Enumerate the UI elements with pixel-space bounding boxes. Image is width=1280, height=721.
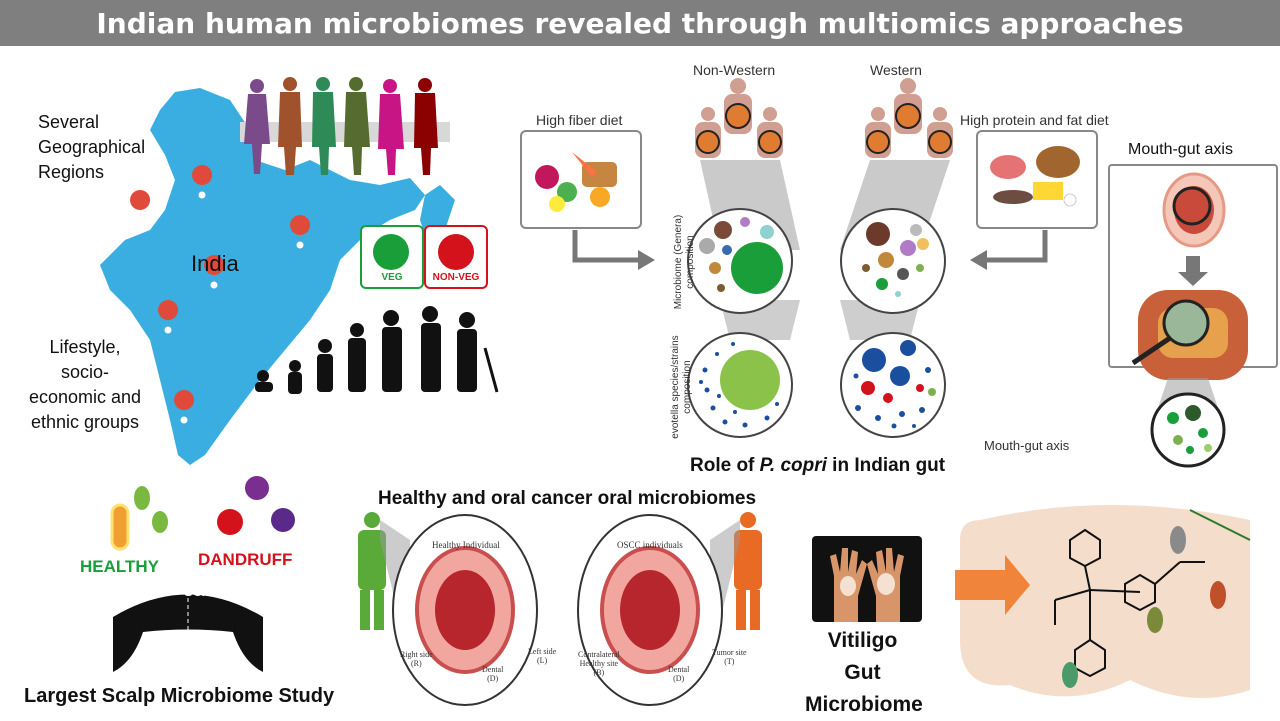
oscc-label: OSCC individuals bbox=[617, 540, 683, 550]
age-silhouettes bbox=[255, 306, 499, 394]
oral-title: Healthy and oral cancer oral microbiomes bbox=[378, 488, 757, 509]
page-title: Indian human microbiomes revealed throug… bbox=[96, 6, 1184, 40]
nonveg-badge: NON-VEG bbox=[424, 225, 488, 289]
diet-arrows bbox=[572, 230, 1048, 270]
scalp-label: SCALP bbox=[184, 584, 229, 599]
nonveg-label: NON-VEG bbox=[432, 272, 480, 283]
healthy-label: HEALTHY bbox=[80, 557, 160, 576]
mouth-gut-title: Mouth-gut axis bbox=[1128, 141, 1233, 158]
protein-food-box bbox=[976, 130, 1098, 229]
dandruff-label: DANDRUFF bbox=[198, 550, 293, 569]
strains-western bbox=[840, 332, 946, 438]
genera-axis-label: Microbiome (Genera) composition bbox=[673, 214, 696, 310]
india-map bbox=[100, 88, 455, 465]
regions-label: Several Geographical Regions bbox=[38, 112, 146, 182]
high-protein-label: High protein and fat diet bbox=[960, 112, 1109, 128]
mouth-gut-illustration bbox=[1131, 172, 1248, 468]
fiber-food-box bbox=[520, 130, 642, 229]
lifestyle-label: Lifestyle, socio- economic and ethnic gr… bbox=[28, 337, 142, 432]
healthy-individual-label: Healthy Individual bbox=[432, 540, 500, 550]
scalp-caption: Largest Scalp Microbiome Study bbox=[24, 685, 335, 707]
western-label: Western bbox=[870, 62, 922, 78]
strains-axis-label: evotella species/strains composition bbox=[670, 335, 693, 439]
gut-bodies bbox=[695, 78, 953, 158]
scalp-microbes bbox=[110, 476, 295, 551]
veg-label: VEG bbox=[381, 272, 403, 283]
non-western-label: Non-Western bbox=[693, 62, 776, 78]
scalp-hair bbox=[113, 577, 263, 672]
genera-nonwestern bbox=[687, 208, 793, 314]
dental-label-healthy: Dental(D) bbox=[482, 665, 504, 683]
population-silhouettes bbox=[240, 77, 450, 175]
vitiligo-caption: Vitiligo Gut Microbiome bbox=[805, 629, 923, 716]
oral-figures bbox=[358, 512, 762, 706]
strains-nonwestern bbox=[687, 332, 793, 438]
title-banner: Indian human microbiomes revealed throug… bbox=[0, 0, 1280, 46]
dental-label-oscc: Dental(D) bbox=[668, 665, 690, 683]
map-pins bbox=[130, 165, 311, 433]
left-side-label: Left side(L) bbox=[528, 647, 557, 665]
vitiligo-hands-photo bbox=[812, 536, 922, 622]
genera-western bbox=[840, 208, 946, 314]
high-fiber-label: High fiber diet bbox=[536, 112, 623, 128]
p-copri-caption: Role of P. copri in Indian gut bbox=[690, 455, 946, 476]
right-side-label: Right side(R) bbox=[400, 650, 433, 668]
tumor-site-label: Tumor site(T) bbox=[712, 648, 747, 666]
gut-chemistry-illustration bbox=[955, 505, 1251, 698]
mouth-gut-small-label: Mouth-gut axis bbox=[984, 438, 1070, 453]
veg-badge: VEG bbox=[360, 225, 424, 289]
india-label: India bbox=[191, 251, 239, 276]
